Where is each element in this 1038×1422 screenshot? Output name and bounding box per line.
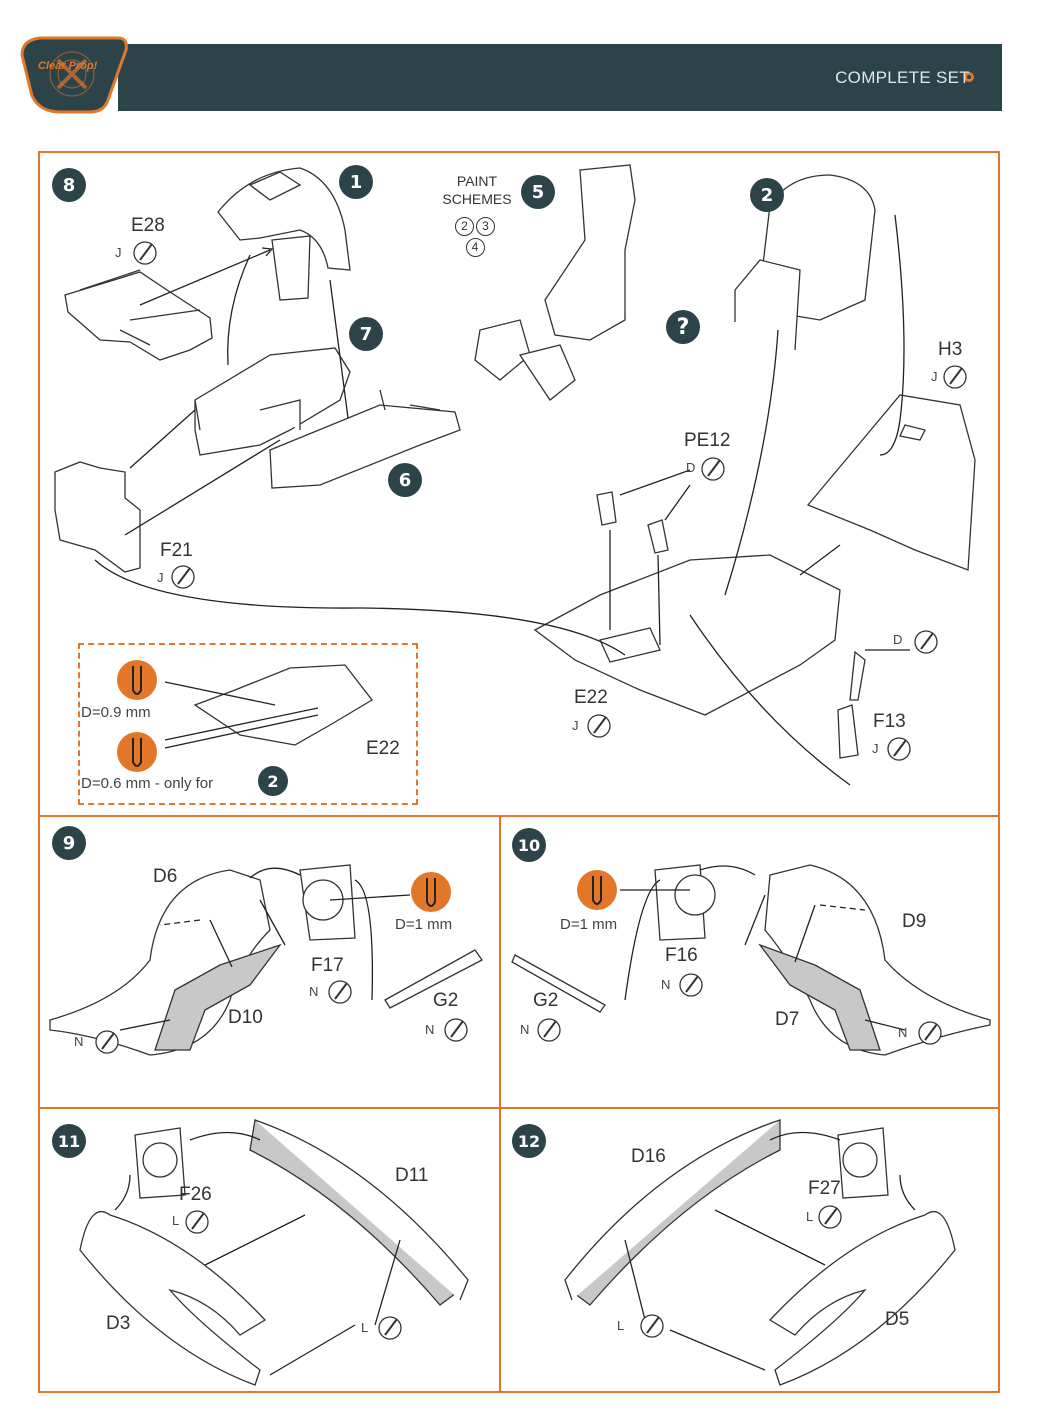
label-d9: D9 xyxy=(902,911,927,932)
step10-parts xyxy=(511,864,991,1056)
step12-parts xyxy=(564,1118,956,1386)
label-f27: F27 xyxy=(808,1178,841,1199)
label-f13: F13 xyxy=(873,711,906,732)
drill-only-for-2-badge: 2 xyxy=(258,766,288,796)
step-7-badge: 7 xyxy=(349,317,383,351)
paint-e22: J xyxy=(572,718,579,733)
paint-icons xyxy=(95,241,967,1340)
instruction-frame xyxy=(38,151,1000,1393)
paint-h3: J xyxy=(931,369,938,384)
step-1-badge: 1 xyxy=(339,165,373,199)
part-h3 xyxy=(806,394,976,571)
label-g2-10: G2 xyxy=(533,990,559,1011)
drill-detail-box xyxy=(78,643,418,805)
console-6 xyxy=(269,389,461,489)
drill-1mm-9: D=1 mm xyxy=(395,916,453,933)
seat-5 xyxy=(474,164,636,401)
divider-col xyxy=(499,815,501,1393)
unknown-badge: ? xyxy=(666,310,700,344)
paint-e28: J xyxy=(115,245,122,260)
stick-f13 xyxy=(837,650,866,759)
label-e22: E22 xyxy=(574,687,608,708)
label-d7: D7 xyxy=(775,1009,800,1030)
step11-arrows xyxy=(114,1131,401,1376)
paint-n-10: N xyxy=(898,1025,908,1040)
label-d10: D10 xyxy=(228,1007,263,1028)
panel-7 xyxy=(194,347,351,456)
coaming-part xyxy=(217,167,351,301)
seat-2 xyxy=(734,174,876,351)
label-e22-detail: E22 xyxy=(366,738,400,759)
step-6-badge: 6 xyxy=(388,463,422,497)
label-e28: E28 xyxy=(131,215,165,236)
drill-1mm-10: D=1 mm xyxy=(560,916,618,933)
paint-schemes-label: PAINT SCHEMES xyxy=(442,173,512,207)
step-9-badge: 9 xyxy=(52,826,86,860)
step-11-badge: 11 xyxy=(52,1124,86,1158)
label-d6: D6 xyxy=(153,866,178,887)
label-g2-9: G2 xyxy=(433,990,459,1011)
paint-pe12: D xyxy=(686,460,696,475)
divider-row1 xyxy=(38,815,1000,817)
label-f17: F17 xyxy=(311,955,344,976)
floor-e22 xyxy=(533,554,841,716)
label-pe12: PE12 xyxy=(684,430,731,451)
label-d16: D16 xyxy=(631,1146,666,1167)
paint-l-12: L xyxy=(617,1318,625,1333)
banner-graphic xyxy=(20,36,1002,114)
step-12-badge: 12 xyxy=(512,1124,546,1158)
scheme-3: 3 xyxy=(476,217,495,236)
brand-logo-text: Clear Prop! xyxy=(38,60,98,72)
label-d11: D11 xyxy=(395,1165,429,1186)
paint-f17: N xyxy=(309,984,319,999)
scheme-4: 4 xyxy=(465,238,485,257)
scheme-2: 2 xyxy=(455,217,474,236)
step-2-badge: 2 xyxy=(750,178,784,212)
detail-floor xyxy=(193,664,373,746)
step8-arrows xyxy=(94,214,910,786)
step9-arrows xyxy=(119,867,411,1031)
paint-g2-10: N xyxy=(520,1022,530,1037)
paint-f26: L xyxy=(172,1213,180,1228)
paint-f21: J xyxy=(157,570,164,585)
label-h3: H3 xyxy=(938,339,963,360)
label-f16: F16 xyxy=(665,945,698,966)
paint-n-9a: N xyxy=(74,1034,84,1049)
drill-icons xyxy=(117,660,617,912)
pe12-parts xyxy=(596,491,669,554)
paint-g2-9: N xyxy=(425,1022,435,1037)
part-f21 xyxy=(54,461,141,573)
drill-0-9: D=0.9 mm xyxy=(81,704,151,721)
paint-f13: J xyxy=(872,741,879,756)
label-f21: F21 xyxy=(160,540,193,561)
label-d3: D3 xyxy=(106,1313,131,1334)
paint-l-11: L xyxy=(361,1320,369,1335)
drill-0-6: D=0.6 mm - only for xyxy=(81,775,214,792)
step11-parts xyxy=(79,1119,469,1386)
divider-row2 xyxy=(38,1107,1000,1109)
step-5-badge: 5 xyxy=(521,175,555,209)
label-f26: F26 xyxy=(179,1184,212,1205)
label-d5: D5 xyxy=(885,1309,910,1330)
step-8-badge: 8 xyxy=(52,168,86,202)
part-e28 xyxy=(64,269,213,361)
step12-arrows xyxy=(624,1131,916,1371)
set-title: COMPLETE SET xyxy=(835,68,970,87)
step10-arrows xyxy=(620,865,906,1031)
paint-f13-d: D xyxy=(893,632,903,647)
step9-parts xyxy=(49,864,483,1056)
step-10-badge: 10 xyxy=(512,828,546,862)
paint-f27: L xyxy=(806,1209,814,1224)
paint-f16: N xyxy=(661,977,671,992)
